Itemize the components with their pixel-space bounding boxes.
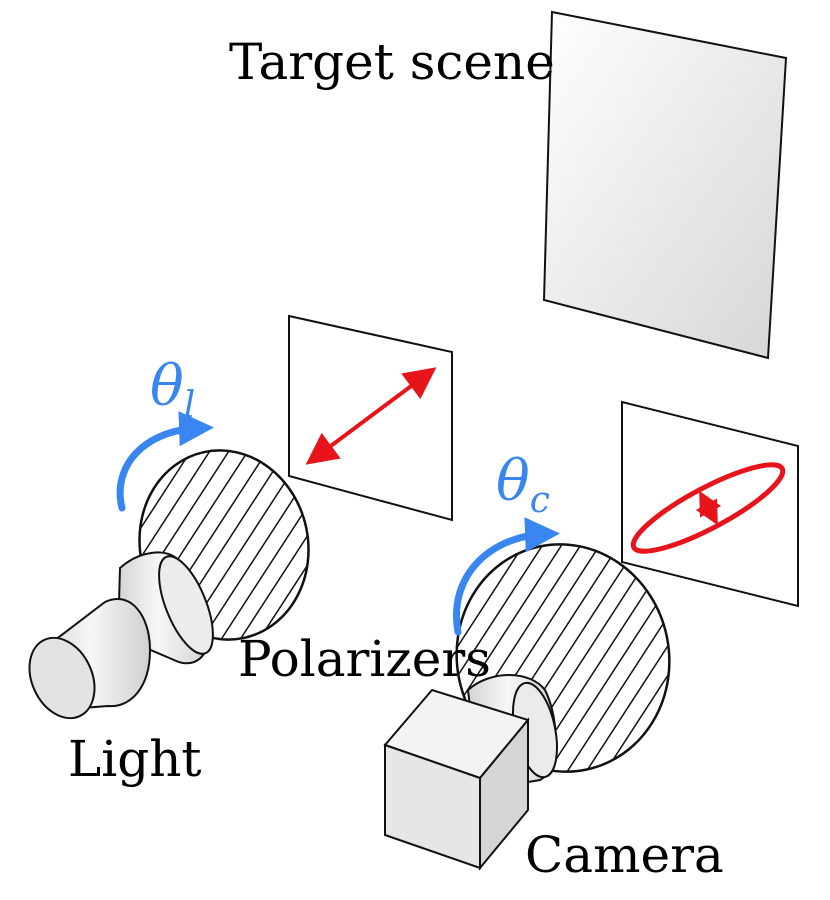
light-polarization-panel [288,314,453,522]
target-scene [542,10,788,360]
light-rotation-arrow [116,411,214,512]
polarizers-label: Polarizers [238,630,491,688]
theta-l-label: θl [150,354,195,426]
target-scene-panel [542,10,788,360]
elliptical-polarization-ellipse [630,462,786,554]
camera-label: Camera [525,826,724,884]
theta-c-label: θc [496,449,550,521]
light-source [28,551,214,720]
camera-cube-front [384,743,481,870]
minor-axis-arrow [695,490,722,526]
target-scene-label: Target scene [229,33,555,91]
camera-rotation-arrow [453,517,560,636]
linear-polarization-arrow [305,367,437,465]
camera-body [383,688,530,871]
light-label: Light [68,730,202,788]
camera-polarization-panel [621,400,799,608]
light-end-cap [28,636,96,720]
light-barrel-face [158,555,214,655]
camera-polarization-square [621,400,799,608]
